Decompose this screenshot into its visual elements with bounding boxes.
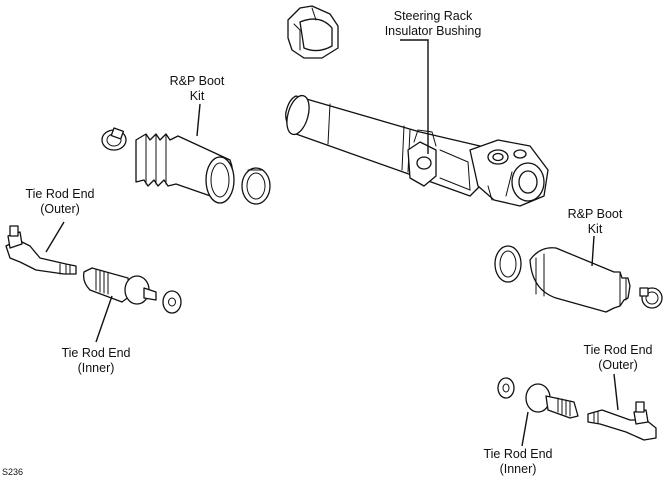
tie-rod-end-outer-left [5, 225, 77, 275]
figure-code: S236 [2, 467, 24, 477]
label-tie-rod-end-outer-left: Tie Rod End (Outer) [25, 187, 95, 216]
label-rp-boot-kit-left: R&P Boot Kit [169, 74, 225, 103]
tie-rod-end-inner-right [497, 377, 579, 419]
label-steering-rack-insulator-bushing: Steering Rack Insulator Bushing [384, 9, 482, 38]
rack-insulator-bushing [287, 5, 339, 59]
leader-lines [45, 39, 619, 447]
steering-rack-housing [285, 94, 549, 207]
tie-rod-end-outer-right [587, 401, 657, 441]
label-tie-rod-end-inner-left: Tie Rod End (Inner) [61, 346, 131, 375]
tie-rod-end-inner-left [82, 267, 182, 314]
rp-boot-kit-right [494, 245, 663, 313]
rp-boot-kit-left [101, 127, 271, 205]
label-tie-rod-end-outer-right: Tie Rod End (Outer) [583, 343, 653, 372]
label-tie-rod-end-inner-right: Tie Rod End (Inner) [483, 447, 553, 476]
label-rp-boot-kit-right: R&P Boot Kit [567, 207, 623, 236]
